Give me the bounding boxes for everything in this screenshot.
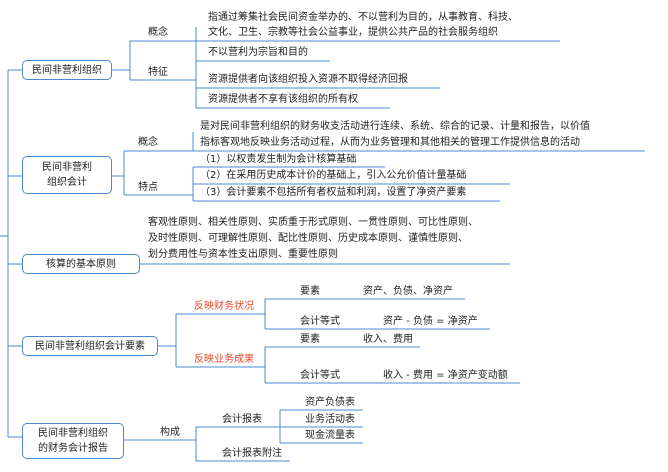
- s2-concept-label: 概念: [138, 137, 158, 148]
- s4-branch-financial-position: 反映财务状况: [194, 301, 254, 312]
- s5-notes-label: 会计报表附注: [222, 448, 282, 459]
- node-title-line2: 组织会计: [47, 177, 87, 188]
- node-nonprofit-org[interactable]: 民间非营利组织: [22, 60, 112, 80]
- s2-feature-item: （3）会计要素不包括所有者权益和利润，设置了净资产要素: [200, 187, 467, 198]
- s1-concept-text-line1: 指通过筹集社会民间资金举办的、不以营利为目的，从事教育、科技、: [208, 12, 518, 23]
- s5-compose-label: 构成: [160, 427, 180, 438]
- s4-b2-eq-label: 会计等式: [300, 370, 340, 381]
- s5-report-item: 现金流量表: [305, 430, 355, 441]
- s4-b1-elem-label: 要素: [300, 286, 320, 297]
- s2-concept-text-line2: 指标客观地反映业务活动过程，从而为业务管理和其他相关的管理工作提供信息的活动: [200, 137, 580, 148]
- s4-branch-operating-results: 反映业务成果: [194, 354, 254, 365]
- s4-b1-eq-value: 资产 - 负债 = 净资产: [383, 316, 478, 327]
- s5-report-item: 资产负债表: [305, 397, 355, 408]
- node-title: 民间非营利组织会计要素: [35, 340, 145, 352]
- node-title-line2: 的财务会计报告: [38, 443, 108, 454]
- s5-report-label: 会计报表: [222, 414, 262, 425]
- s1-feature-label: 特征: [148, 67, 168, 78]
- s2-feature-item: （2）在采用历史成本计价的基础上，引入公允价值计量基础: [200, 170, 467, 181]
- s1-feature-item: 资源提供者向该组织投入资源不取得经济回报: [208, 74, 408, 85]
- s3-principles-line2: 及时性原则、可理解性原则、配比性原则、历史成本原则、谨慎性原则、: [148, 233, 468, 244]
- node-title: 民间非营利组织: [32, 64, 102, 76]
- s2-feature-item: （1）以权责发生制为会计核算基础: [200, 154, 357, 165]
- s4-b2-elem-label: 要素: [300, 334, 320, 345]
- s3-principles-line3: 划分费用性与资本性支出原则、重要性原则: [148, 249, 338, 260]
- node-basic-principles[interactable]: 核算的基本原则: [22, 254, 140, 274]
- s5-report-item: 业务活动表: [305, 414, 355, 425]
- s2-feature-label: 特点: [138, 182, 158, 193]
- s4-b2-eq-value: 收入 - 费用 = 净资产变动额: [383, 370, 508, 381]
- s4-b1-elem-value: 资产、负债、净资产: [363, 286, 453, 297]
- s1-concept-label: 概念: [148, 27, 168, 38]
- node-accounting-elements[interactable]: 民间非营利组织会计要素: [22, 336, 158, 356]
- s1-feature-item: 不以营利为宗旨和目的: [208, 47, 308, 58]
- node-title-line1: 民间非营利组织: [38, 428, 108, 439]
- s1-concept-text-line2: 文化、卫生、宗教等社会公益事业，提供公共产品的社会服务组织: [208, 27, 498, 38]
- s3-principles-line1: 客观性原则、相关性原则、实质重于形式原则、一贯性原则、可比性原则、: [148, 217, 478, 228]
- node-title-line1: 民间非营利: [42, 162, 92, 173]
- s4-b2-elem-value: 收入、费用: [363, 334, 413, 345]
- node-financial-report[interactable]: 民间非营利组织 的财务会计报告: [22, 423, 124, 459]
- s4-b1-eq-label: 会计等式: [300, 316, 340, 327]
- s2-concept-text-line1: 是对民间非营利组织的财务收支活动进行连续、系统、综合的记录、计量和报告，以价值: [200, 121, 590, 132]
- node-nonprofit-accounting[interactable]: 民间非营利 组织会计: [22, 156, 112, 194]
- node-title: 核算的基本原则: [46, 258, 116, 270]
- s1-feature-item: 资源提供者不享有该组织的所有权: [208, 94, 358, 105]
